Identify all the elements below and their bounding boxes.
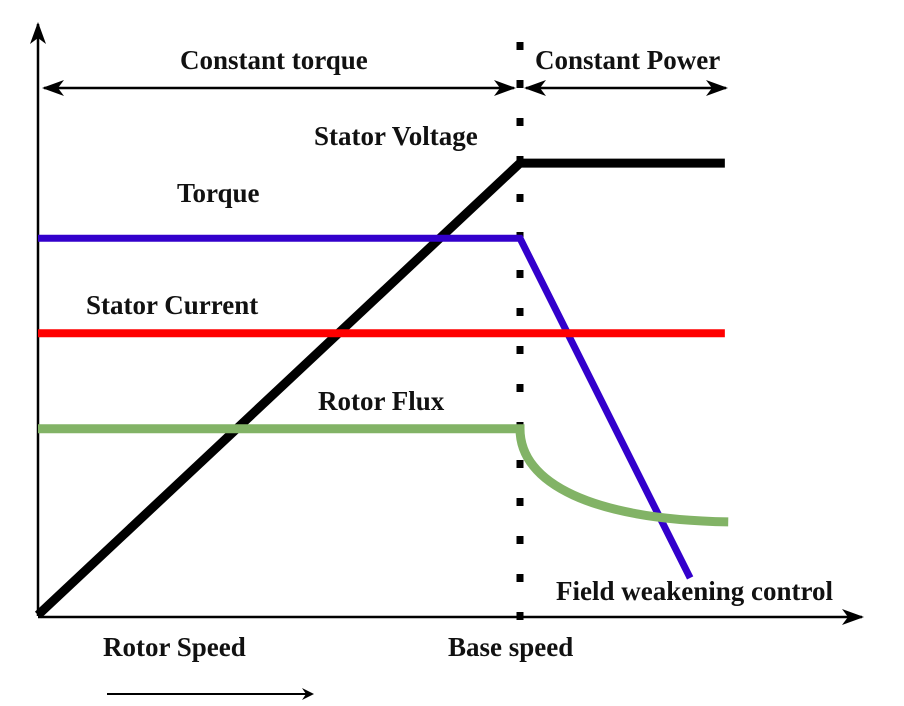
label-constant-power: Constant Power [535,45,720,75]
label-field-weakening: Field weakening control [556,576,833,606]
label-rotor-flux: Rotor Flux [318,386,445,416]
label-stator-voltage: Stator Voltage [314,121,478,151]
series-torque [38,234,694,580]
label-rotor-speed: Rotor Speed [103,632,246,662]
label-torque: Torque [177,178,260,208]
label-constant-torque: Constant torque [180,45,368,75]
label-stator-current: Stator Current [86,290,258,320]
label-base-speed: Base speed [448,632,573,662]
series-rotor-flux [38,424,729,527]
series-stator-voltage [34,158,725,619]
